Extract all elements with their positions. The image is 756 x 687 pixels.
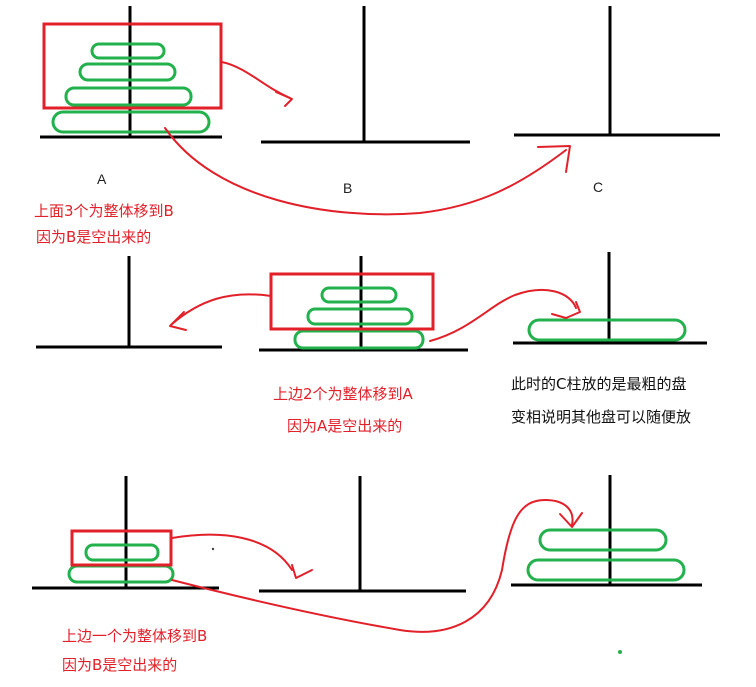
row1-peg-b (261, 6, 470, 144)
row3-disks-c (526, 528, 686, 582)
row1-arrow-to-c (164, 127, 571, 216)
step2-line2: 因为A是空出来的 (287, 417, 403, 435)
step1-line1: 上面3个为整体移到B (34, 202, 174, 220)
disk-largest (51, 110, 211, 134)
side-note-line2: 变相说明其他盘可以随便放 (511, 408, 692, 426)
disk-largest (526, 558, 686, 582)
row2-arrow-to-c (429, 288, 581, 342)
step2-line1: 上边2个为整体移到A (273, 385, 413, 403)
disk-small (320, 286, 398, 304)
disk-medium (306, 307, 414, 326)
row2-disks-b (293, 286, 425, 350)
disk-largest (527, 318, 687, 342)
row3-arrow-to-c (171, 499, 583, 633)
peg-label-a: A (97, 171, 107, 187)
disk-medium (67, 564, 175, 584)
row2-disks-c (527, 318, 687, 342)
row1-disks-a (51, 42, 211, 134)
disk-large (64, 86, 193, 107)
dot (211, 547, 215, 551)
row1-peg-c (514, 6, 720, 137)
row2-selection-box (269, 272, 435, 331)
row2-peg-c (513, 252, 707, 345)
disk-large (293, 329, 425, 350)
row1-peg-a (40, 6, 222, 139)
disk-medium (78, 62, 177, 82)
row1-selection-box (42, 22, 223, 110)
row2-arrow-to-a (169, 293, 272, 331)
row3-arrow-to-b (171, 533, 313, 579)
step1-line2: 因为B是空出来的 (36, 228, 152, 246)
step3-line2: 因为B是空出来的 (62, 656, 178, 674)
row3-selection-box (70, 529, 173, 567)
peg-label-c: C (593, 179, 604, 195)
row2-peg-a (36, 256, 222, 349)
disk-small (84, 543, 160, 562)
disk-small (90, 42, 166, 60)
peg-label-b: B (343, 180, 353, 196)
disk-large (538, 528, 668, 552)
step3-line1: 上边一个为整体移到B (62, 627, 208, 645)
row3-peg-b (259, 476, 466, 593)
row1-arrow-to-b (221, 61, 293, 107)
side-note-line1: 此时的C柱放的是最粗的盘 (511, 375, 687, 393)
green-dot (618, 650, 622, 654)
